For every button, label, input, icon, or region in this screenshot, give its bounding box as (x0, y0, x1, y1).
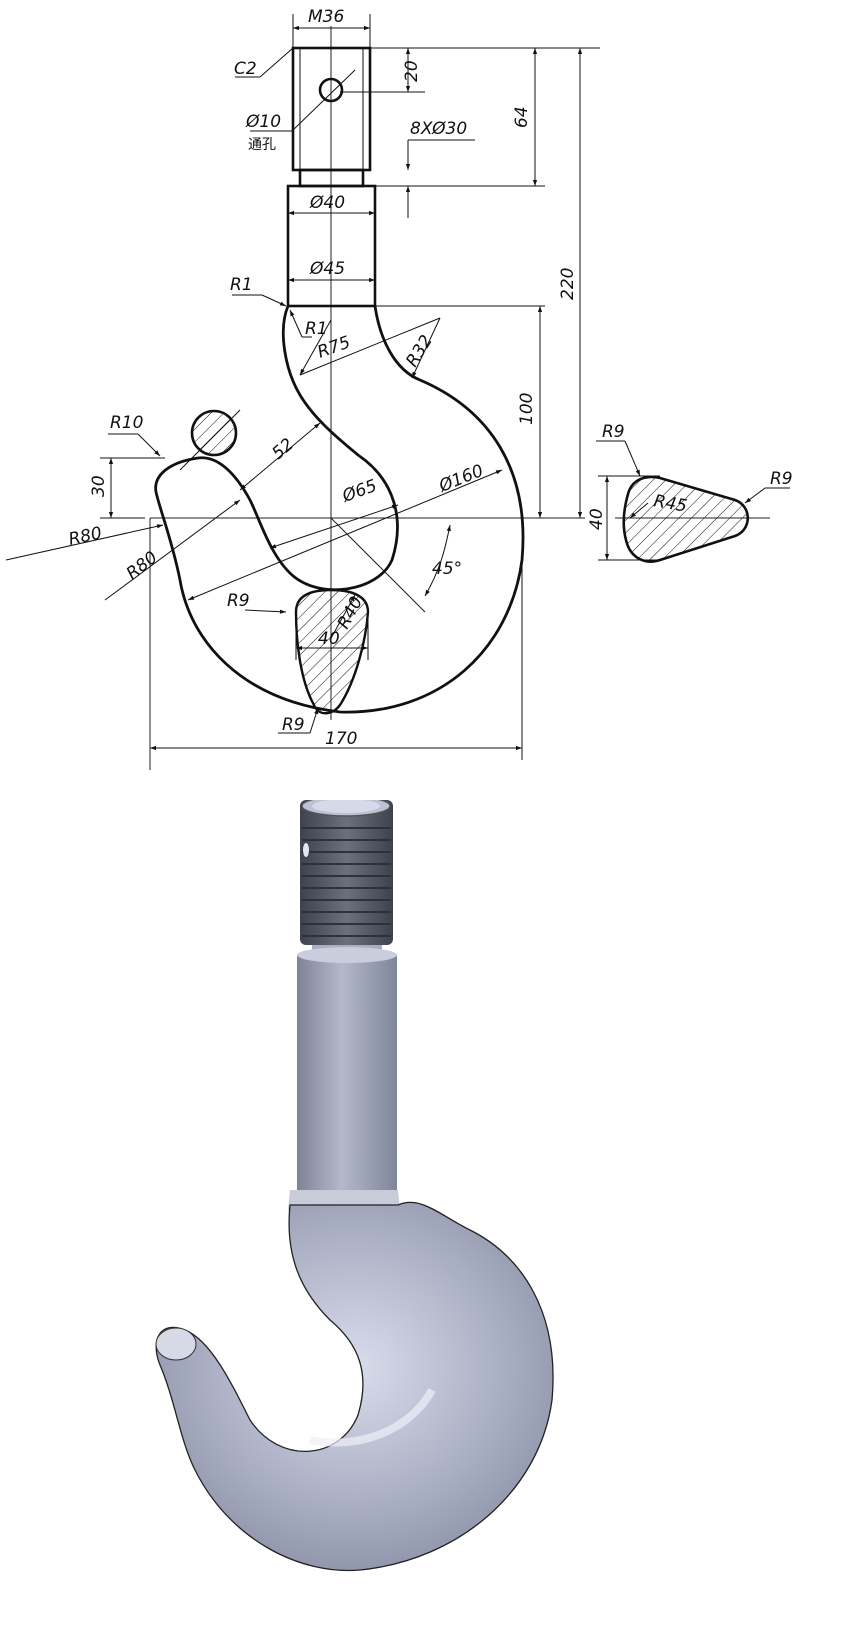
label-side-r9-top: R9 (602, 422, 625, 442)
label-hole-dia: Ø10 (245, 112, 281, 132)
label-m36: M36 (308, 7, 344, 27)
engineering-drawing: M36 C2 Ø10 通孔 20 64 8XØ30 Ø40 Ø45 R1 R1 … (0, 0, 856, 800)
label-r80-a: R80 (67, 523, 104, 550)
label-dia40: Ø40 (309, 193, 345, 213)
drawing-canvas: M36 C2 Ø10 通孔 20 64 8XØ30 Ø40 Ø45 R1 R1 … (5, 7, 793, 770)
label-angle45: 45° (432, 559, 462, 579)
label-52: 52 (268, 435, 297, 464)
shaft (288, 945, 400, 1216)
label-r1-outer: R1 (230, 275, 253, 295)
threaded-shank (300, 795, 393, 945)
dimension-lines (5, 14, 790, 760)
label-170: 170 (325, 729, 357, 749)
label-r1-inner: R1 (305, 319, 328, 339)
dimension-labels: M36 C2 Ø10 通孔 20 64 8XØ30 Ø40 Ø45 R1 R1 … (67, 7, 793, 749)
shank-outline (286, 46, 377, 308)
label-c2: C2 (234, 59, 257, 79)
label-r80-b: R80 (123, 548, 162, 584)
label-dia45: Ø45 (309, 259, 345, 279)
label-section-40: 40 (318, 629, 340, 649)
label-through-hole: 通孔 (248, 137, 276, 153)
label-side-40: 40 (587, 508, 607, 530)
label-30: 30 (89, 475, 109, 497)
label-100: 100 (517, 393, 537, 425)
label-side-r9-right: R9 (770, 469, 793, 489)
hook-body (155, 1201, 554, 1572)
label-20: 20 (402, 60, 422, 82)
label-dia160: Ø160 (435, 461, 486, 497)
label-220: 220 (558, 268, 578, 300)
label-undercut: 8XØ30 (410, 119, 467, 139)
label-64: 64 (512, 106, 532, 128)
hook-3d-render (0, 795, 856, 1624)
label-r9-bottom: R9 (282, 715, 305, 735)
label-r32: R32 (402, 332, 437, 371)
label-r10: R10 (110, 413, 143, 433)
render-canvas (155, 795, 554, 1572)
label-dia65: Ø65 (339, 476, 380, 507)
tip-section (179, 409, 241, 471)
label-r9-left: R9 (227, 591, 250, 611)
side-section (622, 475, 750, 563)
